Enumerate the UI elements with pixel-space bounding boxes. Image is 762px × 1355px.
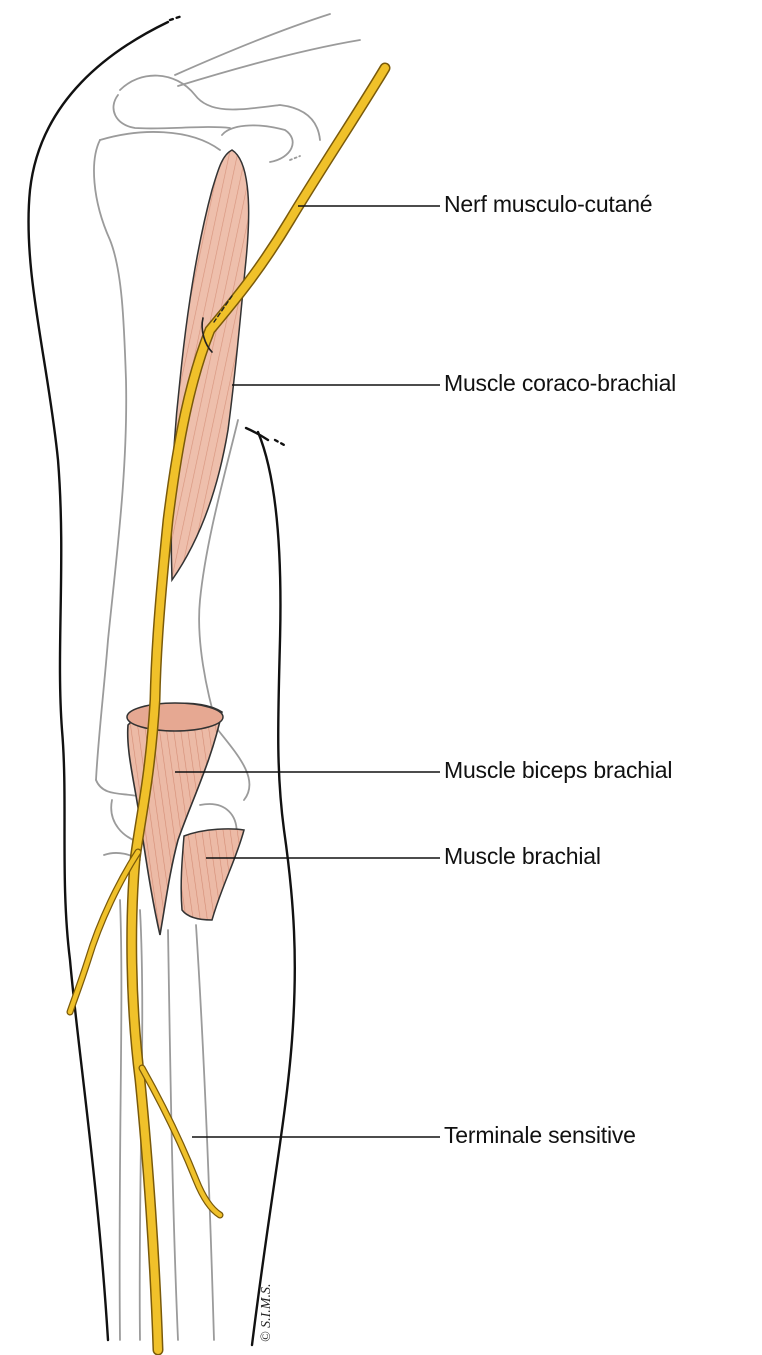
clavicle [175, 14, 360, 86]
label-brachialis: Muscle brachial [444, 843, 601, 870]
label-coracobrachialis: Muscle coraco-brachial [444, 370, 676, 397]
label-sensory-terminal: Terminale sensitive [444, 1122, 636, 1149]
label-nerve: Nerf musculo-cutané [444, 191, 652, 218]
arm-skin-outline [28, 16, 294, 1345]
arm-outline-right [252, 432, 295, 1345]
brachialis-muscle [181, 829, 244, 920]
coracobrachialis-muscle [171, 150, 248, 580]
label-biceps: Muscle biceps brachial [444, 757, 672, 784]
acromion [113, 76, 320, 140]
copyright-notice: © S.I.M.S. [259, 1284, 275, 1342]
humerus-head [94, 140, 126, 780]
axilla-fold [246, 428, 268, 440]
